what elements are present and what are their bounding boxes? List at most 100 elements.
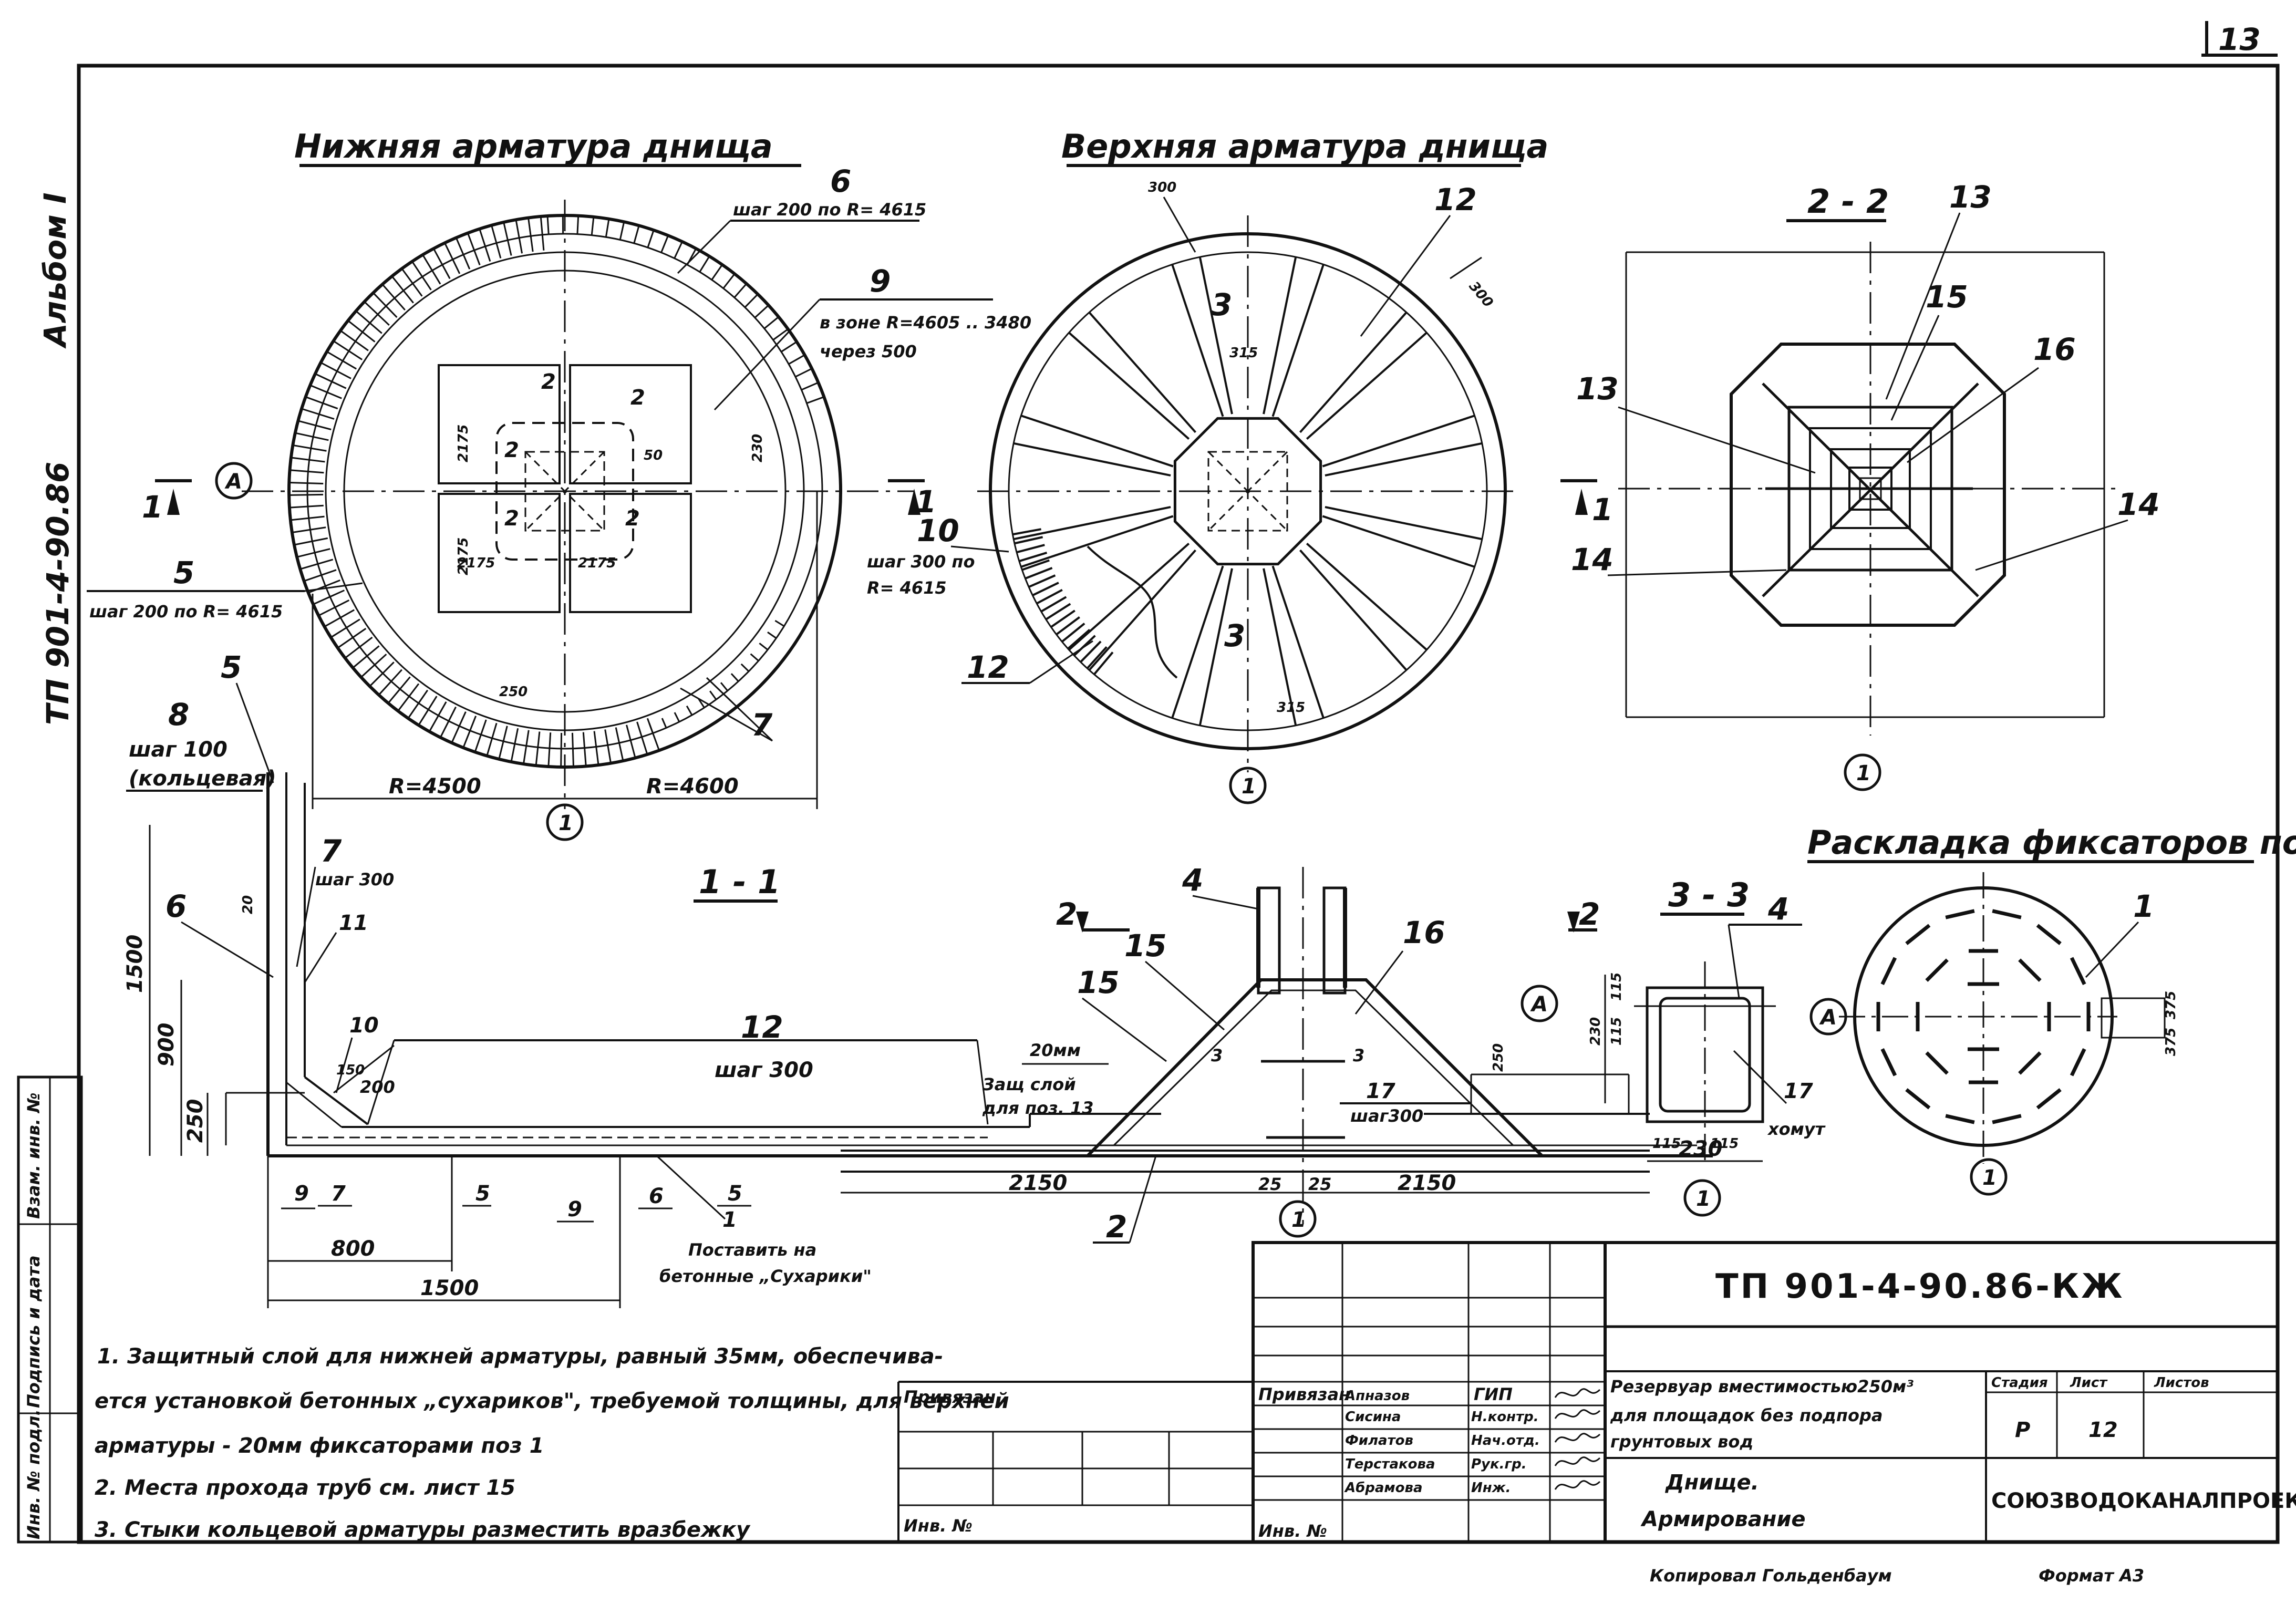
side-project-code: ТП 901-4-90.86 bbox=[40, 462, 76, 725]
hatch-radial-tick bbox=[774, 619, 785, 627]
hatch-radial-bar bbox=[289, 493, 324, 496]
s11-top-mesh-12-end bbox=[367, 1040, 395, 1125]
hatch-radial-tick bbox=[740, 663, 750, 672]
top-plan-hatch-bar bbox=[1016, 544, 1045, 554]
dim-230-s33-h: 230 bbox=[1679, 1137, 1723, 1161]
pos-10-step-b: R= 4615 bbox=[867, 578, 947, 598]
pos-9-s11-a: 9 bbox=[294, 1182, 309, 1206]
hatch-radial-bar-short bbox=[806, 396, 824, 404]
pos-4-s33-leader bbox=[1728, 924, 1740, 999]
hatch-radial-bar bbox=[626, 725, 636, 758]
top-plan-hatch-bar bbox=[1021, 559, 1050, 571]
dim-230-plan: 230 bbox=[750, 434, 766, 462]
hatch-radial-bar bbox=[324, 609, 355, 628]
dim-315-top-b: 315 bbox=[1277, 700, 1305, 716]
pos-1-fix: 1 bbox=[2133, 888, 2154, 924]
project-line-2: для площадок без подпора bbox=[1610, 1405, 1883, 1425]
s22-outer-octagon bbox=[1730, 343, 2006, 627]
top-plan-center-octagon bbox=[1173, 417, 1322, 566]
hatch-radial-bar bbox=[411, 261, 432, 291]
pos-6-leader bbox=[677, 220, 731, 274]
cover-label-b: для поз. 13 bbox=[982, 1098, 1093, 1118]
hatch-radial-bar bbox=[318, 599, 350, 617]
dim-2150-left: 2150 bbox=[1009, 1171, 1067, 1195]
hatch-radial-bar bbox=[304, 569, 337, 582]
hatch-radial-bar bbox=[352, 645, 380, 669]
dim-250-s11: 250 bbox=[183, 1099, 208, 1143]
role-4: Инж. bbox=[1471, 1480, 1511, 1496]
axis-1-top-plan-label: 1 bbox=[1242, 774, 1256, 799]
cut-1-left-label: 1 bbox=[142, 489, 163, 525]
hatch-radial-tick bbox=[720, 682, 728, 691]
top-plan-spoke bbox=[1299, 549, 1408, 671]
dim-300-top-a-line bbox=[1163, 196, 1196, 253]
pos-5-s11-b: 5 bbox=[475, 1182, 490, 1206]
hatch-radial-bar bbox=[360, 654, 387, 678]
hatch-radial-bar bbox=[428, 701, 447, 732]
pos-7-s11-b: 7 bbox=[331, 1182, 346, 1206]
hatch-radial-bar bbox=[503, 222, 512, 256]
top-plan-hatch-bar bbox=[1061, 623, 1085, 643]
hatch-radial-bar bbox=[289, 504, 324, 509]
pos-17-s33-leader bbox=[1733, 1050, 1787, 1104]
s11-pipe-left bbox=[1257, 886, 1281, 995]
cut-2-right-label: 2 bbox=[1579, 896, 1600, 932]
pos-9-zone: в зоне R=4605 .. 3480 bbox=[820, 313, 1031, 333]
pos-10-s11-leader bbox=[335, 1037, 353, 1093]
hatch-radial-bar-short bbox=[788, 354, 805, 365]
pos-14-left: 14 bbox=[1571, 542, 1614, 577]
top-plan-hatch-bar bbox=[1086, 646, 1108, 669]
hatch-radial-tick bbox=[767, 632, 777, 639]
pos-3-upper: 3 bbox=[1211, 287, 1232, 323]
cut-1-right-label: 1 bbox=[915, 484, 936, 520]
signatures bbox=[1554, 1388, 1601, 1490]
hatch-radial-bar bbox=[373, 292, 398, 318]
pos-15-leader bbox=[1890, 315, 1940, 421]
top-plan-spoke bbox=[1198, 568, 1233, 726]
fixator-mark bbox=[1880, 957, 1897, 985]
hatch-radial-bar-short bbox=[605, 219, 610, 237]
hatch-radial-tick bbox=[674, 712, 680, 722]
tb-bound: Привязан bbox=[1258, 1384, 1350, 1404]
name-2: Филатов bbox=[1345, 1433, 1413, 1449]
dim-25-a: 25 bbox=[1258, 1174, 1282, 1194]
dim-300-top-b: 300 bbox=[1466, 278, 1496, 311]
top-plan-spoke bbox=[1068, 332, 1190, 440]
pos-12-lower-leader bbox=[1029, 640, 1093, 684]
hatch-radial-bar-short bbox=[733, 283, 747, 298]
hatch-radial-bar-short bbox=[744, 293, 759, 308]
hatch-radial-bar bbox=[320, 361, 351, 379]
section-3-3-view: 3 - 3 А 1 4 17 хомут 230 115 115 115 115… bbox=[1521, 876, 1826, 1217]
pos-6-s11-leader bbox=[181, 921, 274, 978]
dim-230-s33-v: 230 bbox=[1588, 1017, 1604, 1046]
fixator-mark bbox=[1945, 909, 1975, 919]
axis-1-fix-label: 1 bbox=[1982, 1166, 1997, 1190]
signature-scribble bbox=[1554, 1409, 1601, 1419]
dim-2175-c: 2175 bbox=[457, 555, 495, 571]
dim-2175-a: 2175 bbox=[456, 425, 471, 462]
dim-300-top-b-line bbox=[1450, 256, 1482, 280]
hatch-radial-bar bbox=[355, 310, 382, 334]
hatch-radial-bar bbox=[432, 248, 451, 280]
axis-a-s33-label: А bbox=[1530, 992, 1548, 1017]
hatch-radial-bar bbox=[381, 284, 406, 311]
hatch-radial-bar bbox=[547, 732, 552, 767]
hatch-radial-bar-short bbox=[546, 215, 550, 235]
section-2-2-view: 2 - 2 1 1 13 13 15 16 14 14 bbox=[1560, 179, 2160, 791]
bottom-plan-view: Нижняя арматура днища А 1 1 1 2 2 2 2 2 … bbox=[87, 127, 1031, 841]
pos-5-label: 5 bbox=[173, 555, 194, 591]
dim-800: 800 bbox=[331, 1237, 375, 1261]
hatch-radial-bar-short bbox=[763, 316, 779, 329]
axis-1-s22-label: 1 bbox=[1856, 761, 1871, 785]
pos-7-leader-b bbox=[706, 677, 773, 742]
hatch-radial-bar bbox=[347, 320, 376, 343]
cut-2-left-arrow bbox=[1076, 912, 1089, 933]
hatch-radial-bar bbox=[615, 727, 624, 761]
pos-8-s11: 8 bbox=[168, 697, 189, 732]
hatch-radial-bar bbox=[486, 722, 498, 757]
axis-bubble-1-s11 bbox=[1279, 1200, 1317, 1238]
dim-115-s33-b: 115 bbox=[1609, 1017, 1625, 1046]
hatch-radial-bar-short bbox=[674, 241, 683, 259]
hatch-radial-tick bbox=[648, 723, 654, 733]
hatch-radial-bar bbox=[313, 589, 345, 605]
